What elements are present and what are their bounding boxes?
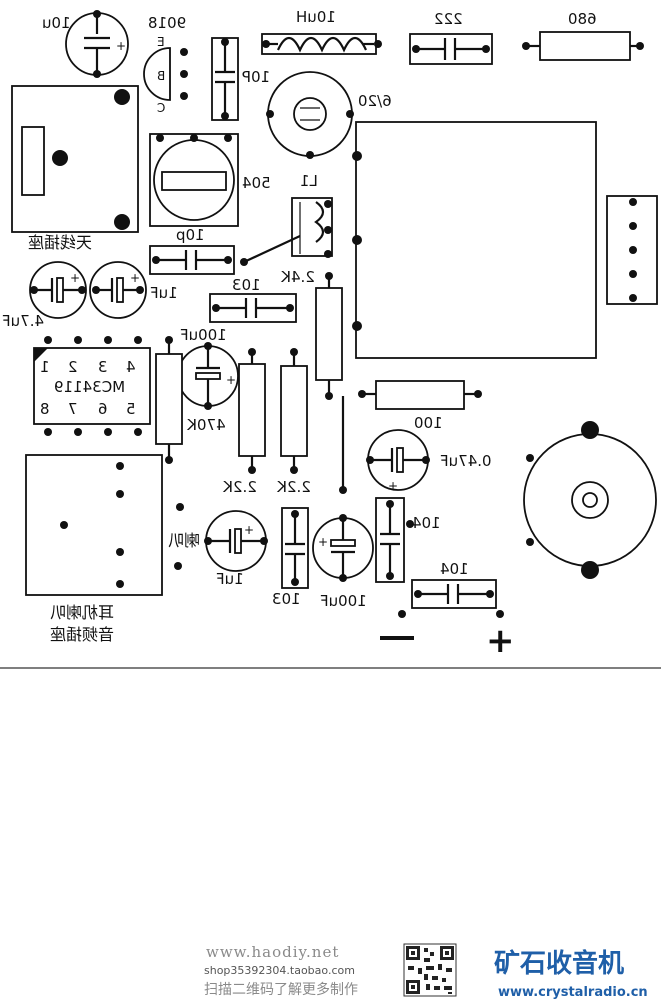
coil-l1: L1 — [243, 172, 333, 263]
potentiometer-504: 504 — [149, 133, 271, 227]
svg-text:+: + — [226, 373, 236, 387]
capacitor-104-bottom: 104 — [398, 560, 504, 618]
label-100uf-bottom: 100uF — [320, 592, 367, 610]
ic-mc34119: 1 2 3 4 MC34119 8 7 6 5 — [33, 336, 151, 436]
capacitor-10p-mid: 10p — [149, 226, 248, 275]
footer-scan-text: 扫描二维码了解更多制作 — [204, 981, 358, 998]
transistor-9018: 9018 E B C — [143, 14, 188, 115]
capacitor-1uf-bottom: 喇叭 + 1uF — [168, 503, 268, 588]
speaker-outline — [523, 421, 657, 579]
label-9018: 9018 — [148, 14, 186, 32]
label-2-2k-b: 2.2K — [276, 478, 311, 496]
antenna-jack: 天线插座 — [11, 85, 139, 252]
label-10p-top: 10P — [242, 68, 270, 86]
label-antenna-jack: 天线插座 — [28, 233, 92, 252]
variable-capacitor-6-20: 6/20 — [266, 71, 392, 159]
pin-e: E — [157, 35, 165, 49]
capacitor-10u: + 10u — [42, 10, 129, 78]
label-222: 222 — [434, 10, 463, 28]
label-2-2k-a: 2.2K — [222, 478, 257, 496]
qr-code-icon — [403, 943, 457, 997]
svg-text:+: + — [244, 523, 254, 537]
footer-shop: shop35392304.taobao.com — [204, 964, 355, 977]
capacitor-104-right: 104 — [375, 497, 441, 583]
inductor-10uh: 10uH — [261, 8, 382, 55]
ic-pin-6: 6 — [98, 400, 108, 418]
label-10uh: 10uH — [296, 8, 336, 26]
resistor-680: 680 — [522, 10, 644, 61]
audio-jack: 耳机喇叭 音频插座 — [25, 454, 163, 644]
ic-pin-5: 5 — [126, 400, 136, 418]
svg-text:+: + — [388, 479, 398, 493]
capacitor-222: 222 — [409, 10, 493, 65]
label-103-top: 103 — [232, 276, 261, 294]
label-jack-line1: 耳机喇叭 — [50, 603, 114, 622]
svg-text:+: + — [116, 39, 126, 53]
label-100uf-left: 100uF — [180, 326, 227, 344]
footer-brand: 矿石收音机 — [494, 948, 624, 979]
tuning-module-outline — [352, 121, 597, 359]
ic-pin-8: 8 — [40, 400, 50, 418]
footer-site: www.haodiy.net — [206, 943, 339, 961]
label-104-bottom: 104 — [440, 560, 469, 578]
label-1uf-left: 1uF — [150, 284, 178, 302]
resistor-100: 100 — [358, 380, 482, 432]
resistor-2-2k-a: 2.2K — [222, 348, 266, 496]
minus-sign — [380, 636, 414, 640]
ic-pin-4: 4 — [126, 358, 136, 376]
ic-pin-7: 7 — [68, 400, 78, 418]
label-104-right: 104 — [412, 514, 441, 532]
label-0-47uf: 0.47uF — [440, 452, 492, 470]
capacitor-4-7uf: + 4.7uF — [2, 261, 87, 330]
label-680: 680 — [568, 10, 597, 28]
label-speaker: 喇叭 — [168, 531, 200, 550]
resistor-2-4k: 2.4K — [280, 268, 343, 400]
capacitor-100uf-bottom: + 100uF — [312, 514, 374, 610]
label-4-7uf: 4.7uF — [2, 312, 44, 330]
footer: www.haodiy.net shop35392304.taobao.com 扫… — [204, 943, 648, 1000]
label-jack-line2: 音频插座 — [50, 625, 114, 644]
label-6-20: 6/20 — [358, 92, 392, 110]
svg-text:+: + — [70, 271, 80, 285]
ic-pin-2: 2 — [68, 358, 78, 376]
ic-pin-3: 3 — [98, 358, 108, 376]
ic-label: MC34119 — [54, 378, 125, 396]
pin-c: C — [157, 101, 165, 115]
ic-pin-1: 1 — [40, 358, 50, 376]
plus-sign: + — [486, 621, 515, 661]
label-470k: 470K — [186, 416, 226, 434]
capacitor-100uf-left: 100uF + — [177, 326, 239, 410]
capacitor-103-bottom: 103 — [272, 507, 309, 608]
label-l1: L1 — [300, 172, 318, 190]
connector-right — [606, 195, 658, 305]
capacitor-10p-top: 10P — [211, 37, 270, 121]
label-10p-mid: 10p — [176, 226, 205, 244]
label-504: 504 — [242, 174, 271, 192]
pin-b: B — [157, 69, 165, 83]
capacitor-103-top: 103 — [209, 276, 297, 323]
label-2-4k: 2.4K — [280, 268, 315, 286]
footer-brand-url: www.crystalradio.cn — [498, 985, 648, 1000]
label-1uf-bottom: 1uF — [216, 570, 244, 588]
label-10u: 10u — [42, 14, 71, 32]
capacitor-1uf-left: + 1uF — [89, 261, 178, 319]
label-103-bottom: 103 — [272, 590, 301, 608]
capacitor-0-47uf: + 0.47uF — [366, 429, 492, 493]
resistor-470k: 470K — [155, 336, 226, 464]
svg-text:+: + — [130, 271, 140, 285]
label-100: 100 — [414, 414, 443, 432]
resistor-2-2k-b: 2.2K — [276, 348, 311, 496]
power-terminals: + — [380, 621, 515, 661]
svg-text:+: + — [318, 535, 328, 549]
